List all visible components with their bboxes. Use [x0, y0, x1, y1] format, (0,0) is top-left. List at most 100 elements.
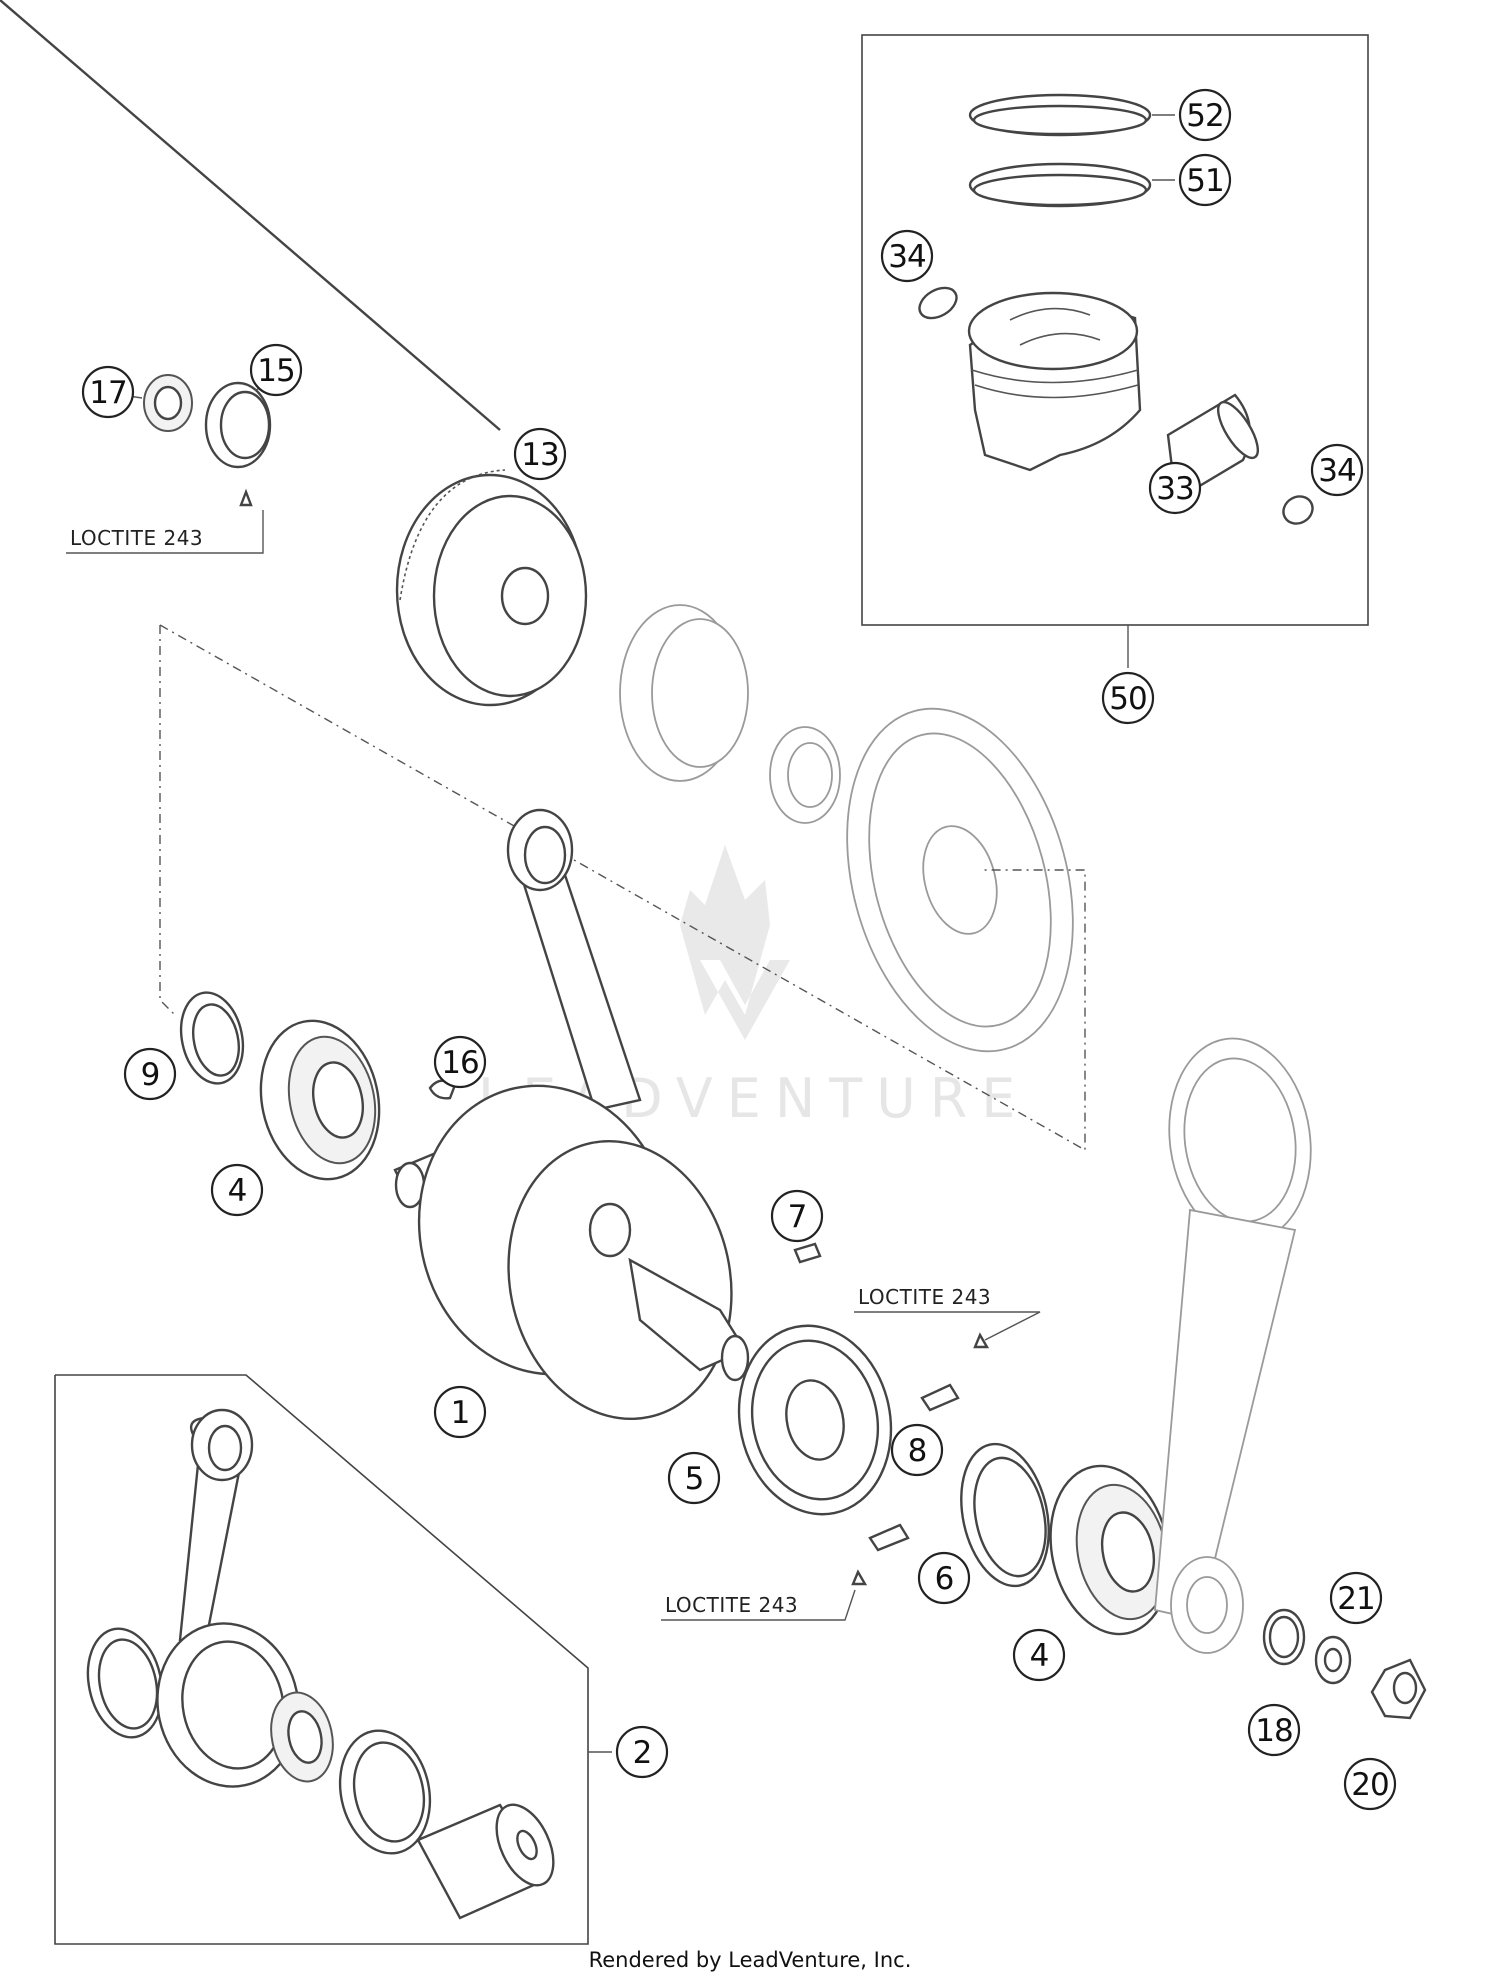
callout-number: 18	[1255, 1713, 1292, 1749]
loctite-drop-top	[239, 488, 253, 507]
ghost-timing-chain	[1154, 1208, 1297, 1622]
callout-c34a: 34	[880, 229, 934, 283]
callout-number: 21	[1337, 1581, 1374, 1617]
callout-number: 17	[89, 375, 126, 411]
callout-number: 1	[451, 1395, 470, 1431]
callout-ring	[1178, 88, 1232, 142]
callout-c6: 6	[917, 1551, 971, 1605]
callout-ring	[890, 1423, 944, 1477]
callout-c33: 33	[1148, 461, 1202, 515]
timing-chain-group	[1154, 1037, 1312, 1654]
callout-ring	[667, 1451, 721, 1505]
left-seal-group: LOCTITE 243	[66, 374, 272, 554]
callout-ring	[210, 1163, 264, 1217]
callout-number: 8	[908, 1433, 927, 1469]
loctite-label-right: LOCTITE 243	[858, 1285, 991, 1309]
callout-number: 4	[1030, 1638, 1049, 1674]
callout-number: 15	[257, 353, 294, 389]
callout-ring	[513, 427, 567, 481]
crankshaft-group	[0, 0, 822, 1421]
callout-number: 51	[1186, 163, 1223, 199]
crank-end-hardware	[1262, 1608, 1427, 1720]
piston-ring-upper-inner	[972, 104, 1148, 136]
callout-number: 20	[1351, 1767, 1388, 1803]
loctite-label-bottom: LOCTITE 243	[665, 1593, 798, 1617]
callout-c5: 5	[667, 1451, 721, 1505]
callout-c17: 17	[81, 365, 135, 419]
callout-ring	[249, 343, 303, 397]
axis-line-upper	[159, 624, 1086, 1152]
callout-c8: 8	[890, 1423, 944, 1477]
loctite-drop-bottom	[851, 1569, 868, 1586]
callout-number: 50	[1109, 681, 1146, 717]
piston-kit-group	[861, 34, 1369, 668]
callout-ring	[433, 1385, 487, 1439]
circlip-right	[1282, 495, 1314, 525]
screw-8-upper	[920, 1383, 960, 1412]
callout-ring	[1310, 443, 1364, 497]
callout-c51: 51	[1178, 153, 1232, 207]
callout-ring	[1148, 461, 1202, 515]
ghost-parts	[619, 604, 1074, 1053]
callout-number: 4	[228, 1173, 247, 1209]
piston-ring-lower-inner	[972, 173, 1148, 207]
callout-c16: 16	[433, 1035, 487, 1089]
loctite-label-top: LOCTITE 243	[70, 526, 203, 550]
callout-ring	[1329, 1571, 1383, 1625]
flywheel-bore	[500, 566, 550, 626]
callout-number: 52	[1186, 98, 1223, 134]
callout-c9: 9	[123, 1047, 177, 1101]
watermark-logo-icon	[680, 845, 790, 1040]
callout-number: 34	[888, 239, 925, 275]
callout-ring	[615, 1725, 669, 1779]
axis-line-left	[159, 625, 176, 1016]
callout-number: 16	[441, 1045, 478, 1081]
callout-ring	[1101, 671, 1155, 725]
callout-c34b: 34	[1310, 443, 1364, 497]
callout-ring	[123, 1047, 177, 1101]
callout-c7: 7	[770, 1189, 824, 1243]
callout-c21: 21	[1329, 1571, 1383, 1625]
screw-8-lower	[868, 1523, 910, 1552]
callout-ring	[880, 229, 934, 283]
callout-number: 9	[141, 1057, 160, 1093]
callout-ring	[1247, 1703, 1301, 1757]
circlip-left	[918, 286, 958, 320]
callout-number: 6	[935, 1561, 954, 1597]
primary-gear-group: LOCTITE 243 LOCTITE 243	[661, 1285, 1041, 1621]
callout-number: 5	[685, 1461, 704, 1497]
callout-ring	[1012, 1628, 1066, 1682]
flywheel-group	[395, 469, 588, 707]
callout-ring	[770, 1189, 824, 1243]
callout-c20: 20	[1343, 1757, 1397, 1811]
piston-crown	[967, 291, 1139, 371]
woodruff-key-7b	[793, 1242, 822, 1264]
loctite-drop-right	[973, 1332, 990, 1349]
render-credit: Rendered by LeadVenture, Inc.	[588, 1948, 912, 1972]
conrod-kit-box	[54, 1374, 589, 1945]
callout-number: 7	[788, 1199, 807, 1235]
callout-c13: 13	[513, 427, 567, 481]
callout-number: 33	[1156, 471, 1193, 507]
callout-ring	[917, 1551, 971, 1605]
callout-c1: 1	[433, 1385, 487, 1439]
callout-c15: 15	[249, 343, 303, 397]
callout-ring	[81, 365, 135, 419]
left-bearing-group	[179, 991, 457, 1181]
callout-c18: 18	[1247, 1703, 1301, 1757]
callout-number: 13	[521, 437, 558, 473]
callout-ring	[1178, 153, 1232, 207]
conrod-kit-group	[54, 1374, 612, 1945]
callout-c4b: 4	[1012, 1628, 1066, 1682]
callout-number: 34	[1318, 453, 1355, 489]
piston-kit-box	[861, 34, 1369, 626]
callout-c4a: 4	[210, 1163, 264, 1217]
callout-c2: 2	[615, 1725, 669, 1779]
callout-c50: 50	[1101, 671, 1155, 725]
callout-ring	[433, 1035, 487, 1089]
callout-ring	[1343, 1757, 1397, 1811]
callout-c52: 52	[1178, 88, 1232, 142]
callout-number: 2	[633, 1735, 652, 1771]
